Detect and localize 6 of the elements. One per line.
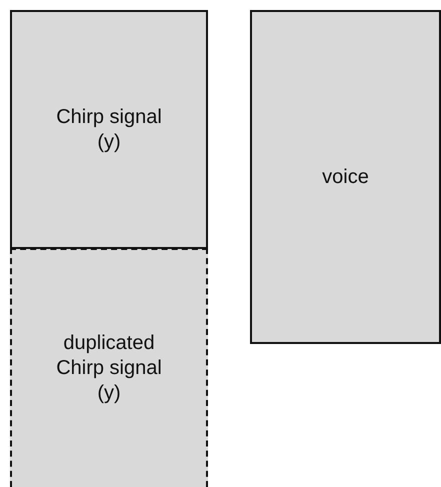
box-label: Chirp signal (y) bbox=[55, 104, 163, 154]
box-label: duplicated Chirp signal (y) bbox=[55, 331, 163, 406]
box-label: voice bbox=[322, 164, 369, 190]
process-box bbox=[250, 10, 441, 344]
process-box bbox=[10, 248, 208, 487]
process-box bbox=[10, 10, 208, 249]
